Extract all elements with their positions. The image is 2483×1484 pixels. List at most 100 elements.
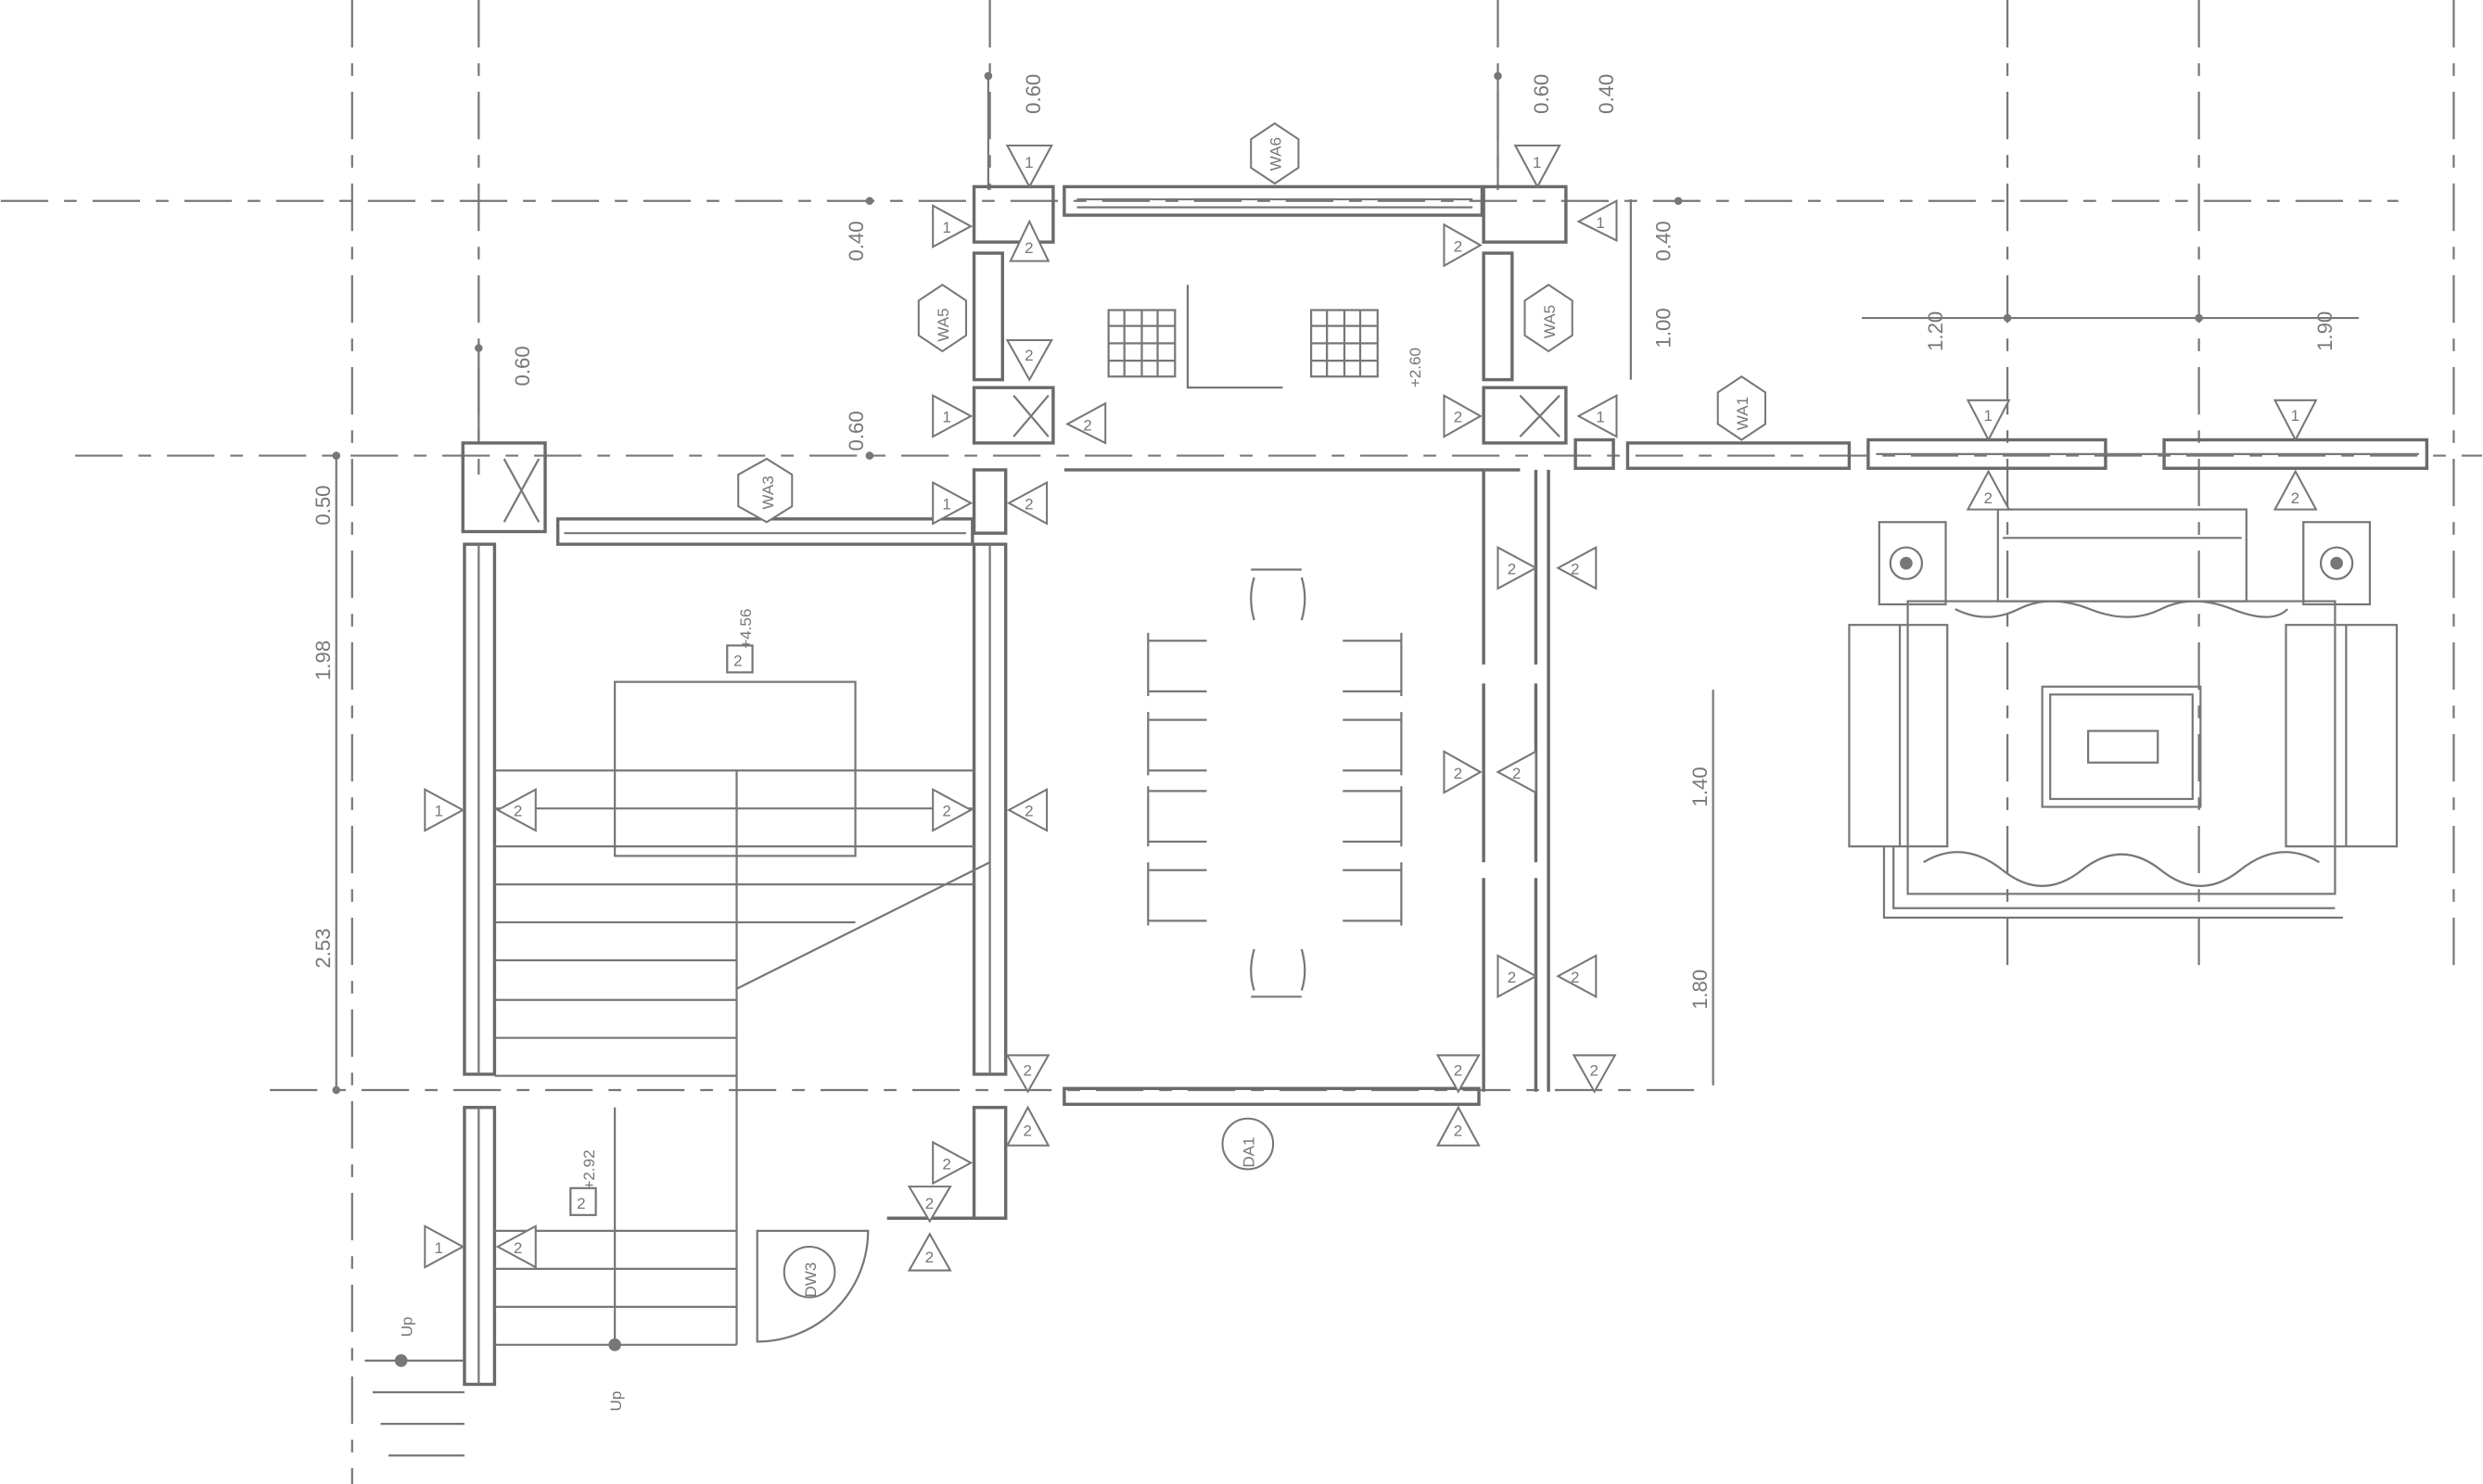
section-marker: 2	[1572, 1054, 1617, 1094]
svg-text:2: 2	[1571, 561, 1579, 578]
dim-label: 0.60	[1022, 74, 1045, 114]
section-marker: 2	[495, 1224, 537, 1269]
svg-text:1: 1	[942, 496, 950, 514]
dim-label: 0.40	[1595, 74, 1618, 114]
section-marker: 2	[1496, 750, 1537, 794]
dim-label: 1.00	[1652, 308, 1675, 348]
svg-text:1: 1	[942, 409, 950, 426]
section-marker: 2	[1435, 1105, 1481, 1147]
dim-label: 0.60	[845, 411, 868, 450]
section-marker: 2	[1435, 1054, 1481, 1094]
section-marker: 2	[932, 787, 974, 832]
svg-text:2: 2	[733, 653, 742, 670]
section-marker: 2	[1006, 787, 1049, 832]
svg-text:2: 2	[1454, 765, 1462, 782]
svg-text:2: 2	[1454, 409, 1462, 426]
dining-table-chairs	[1107, 285, 1403, 998]
tag-wa5-right: WA5	[1541, 305, 1559, 338]
svg-text:2: 2	[925, 1195, 934, 1212]
tag-wa1: WA1	[1734, 397, 1751, 430]
chair-icons-upper	[1107, 285, 1379, 389]
svg-text:1: 1	[1533, 154, 1541, 171]
svg-text:2: 2	[1025, 347, 1033, 364]
tag-wa3: WA3	[759, 476, 777, 509]
stair-up-right: Up	[607, 1391, 625, 1412]
staircase	[364, 680, 991, 1457]
section-marker: 2	[1005, 338, 1053, 382]
section-marker: 2	[1443, 393, 1483, 438]
svg-text:2: 2	[514, 1239, 522, 1257]
section-marker: 2	[1005, 1054, 1050, 1094]
section-marker: 2	[1496, 545, 1538, 590]
section-marker: 2	[1006, 480, 1049, 526]
section-marker: 2	[1556, 545, 1598, 590]
section-markers: 1 1 1 1 2 2 2 1 2 2 1 1 1 2 2 1 2 2 2 1 …	[424, 145, 2318, 1272]
living-room-furniture	[1848, 508, 2399, 920]
section-marker: 1	[1966, 399, 2011, 442]
tag-wa5-left: WA5	[935, 308, 952, 341]
svg-text:1: 1	[435, 803, 443, 820]
svg-text:1: 1	[1596, 409, 1604, 426]
svg-text:1: 1	[1596, 214, 1604, 232]
svg-text:2: 2	[1590, 1062, 1598, 1080]
dim-label: 0.50	[312, 486, 335, 526]
section-marker: 2	[932, 1140, 974, 1186]
svg-text:2: 2	[2291, 489, 2299, 507]
svg-text:2: 2	[1025, 803, 1033, 820]
svg-text:2: 2	[1025, 496, 1033, 514]
tag-dw3: DW3	[802, 1262, 820, 1298]
section-marker: 1	[932, 393, 974, 438]
svg-text:2: 2	[1023, 1062, 1031, 1080]
dim-label: 0.60	[511, 346, 534, 386]
svg-text:2: 2	[1454, 1122, 1462, 1139]
dimension-labels: 0.60 0.60 0.40 0.40 0.40 0.60 0.60 0.50 …	[312, 74, 2337, 1009]
svg-text:2: 2	[1512, 765, 1521, 782]
svg-text:2: 2	[1023, 1122, 1031, 1139]
svg-text:2: 2	[1025, 239, 1033, 257]
svg-text:2: 2	[1984, 489, 1993, 507]
section-marker: 2	[1443, 222, 1483, 268]
tags: WA6 WA5 WA5 WA3 WA1 DA1 DW3	[737, 121, 1766, 1299]
section-marker: 2	[1556, 954, 1598, 999]
levels: 2 +4.56 2 +2.92 +2.60 Up Up	[399, 348, 1424, 1411]
section-marker: 2	[907, 1232, 952, 1272]
section-marker: 2	[1005, 1105, 1050, 1147]
section-marker: 1	[1005, 145, 1053, 189]
svg-text:2: 2	[577, 1195, 585, 1212]
dim-label: 0.40	[845, 221, 868, 260]
svg-text:1: 1	[2291, 407, 2299, 425]
svg-text:2: 2	[942, 803, 950, 820]
dim-label: 1.20	[1924, 311, 1947, 351]
section-marker: 2	[1496, 954, 1538, 999]
section-marker: 1	[932, 480, 974, 526]
section-marker: 1	[932, 204, 974, 248]
section-marker: 1	[424, 787, 465, 832]
section-marker: 2	[907, 1186, 952, 1224]
svg-text:2: 2	[1454, 237, 1462, 255]
dim-label: 1.40	[1688, 767, 1712, 806]
dim-label: 1.98	[312, 641, 335, 680]
section-marker: 2	[1966, 469, 2011, 511]
section-marker: 1	[424, 1224, 465, 1269]
section-marker: 2	[495, 787, 537, 832]
svg-text:2: 2	[942, 1155, 950, 1173]
section-marker: 2	[1065, 401, 1107, 445]
tag-wa6: WA6	[1267, 137, 1285, 171]
svg-text:2: 2	[925, 1249, 934, 1266]
stair-up-left: Up	[399, 1316, 416, 1337]
svg-text:1: 1	[435, 1239, 443, 1257]
svg-text:1: 1	[1984, 407, 1993, 425]
svg-text:2: 2	[1571, 969, 1579, 986]
section-marker: 2	[2273, 469, 2318, 511]
level-room: +2.60	[1407, 348, 1424, 387]
section-marker: 2	[1443, 749, 1483, 794]
svg-text:2: 2	[1454, 1062, 1462, 1080]
dim-label: 1.90	[2313, 311, 2337, 351]
dim-label: 0.60	[1530, 74, 1553, 114]
section-marker: 2	[1009, 219, 1050, 262]
section-marker: 1	[1513, 145, 1561, 189]
dim-label: 0.40	[1652, 221, 1675, 260]
svg-text:2: 2	[1083, 416, 1091, 434]
